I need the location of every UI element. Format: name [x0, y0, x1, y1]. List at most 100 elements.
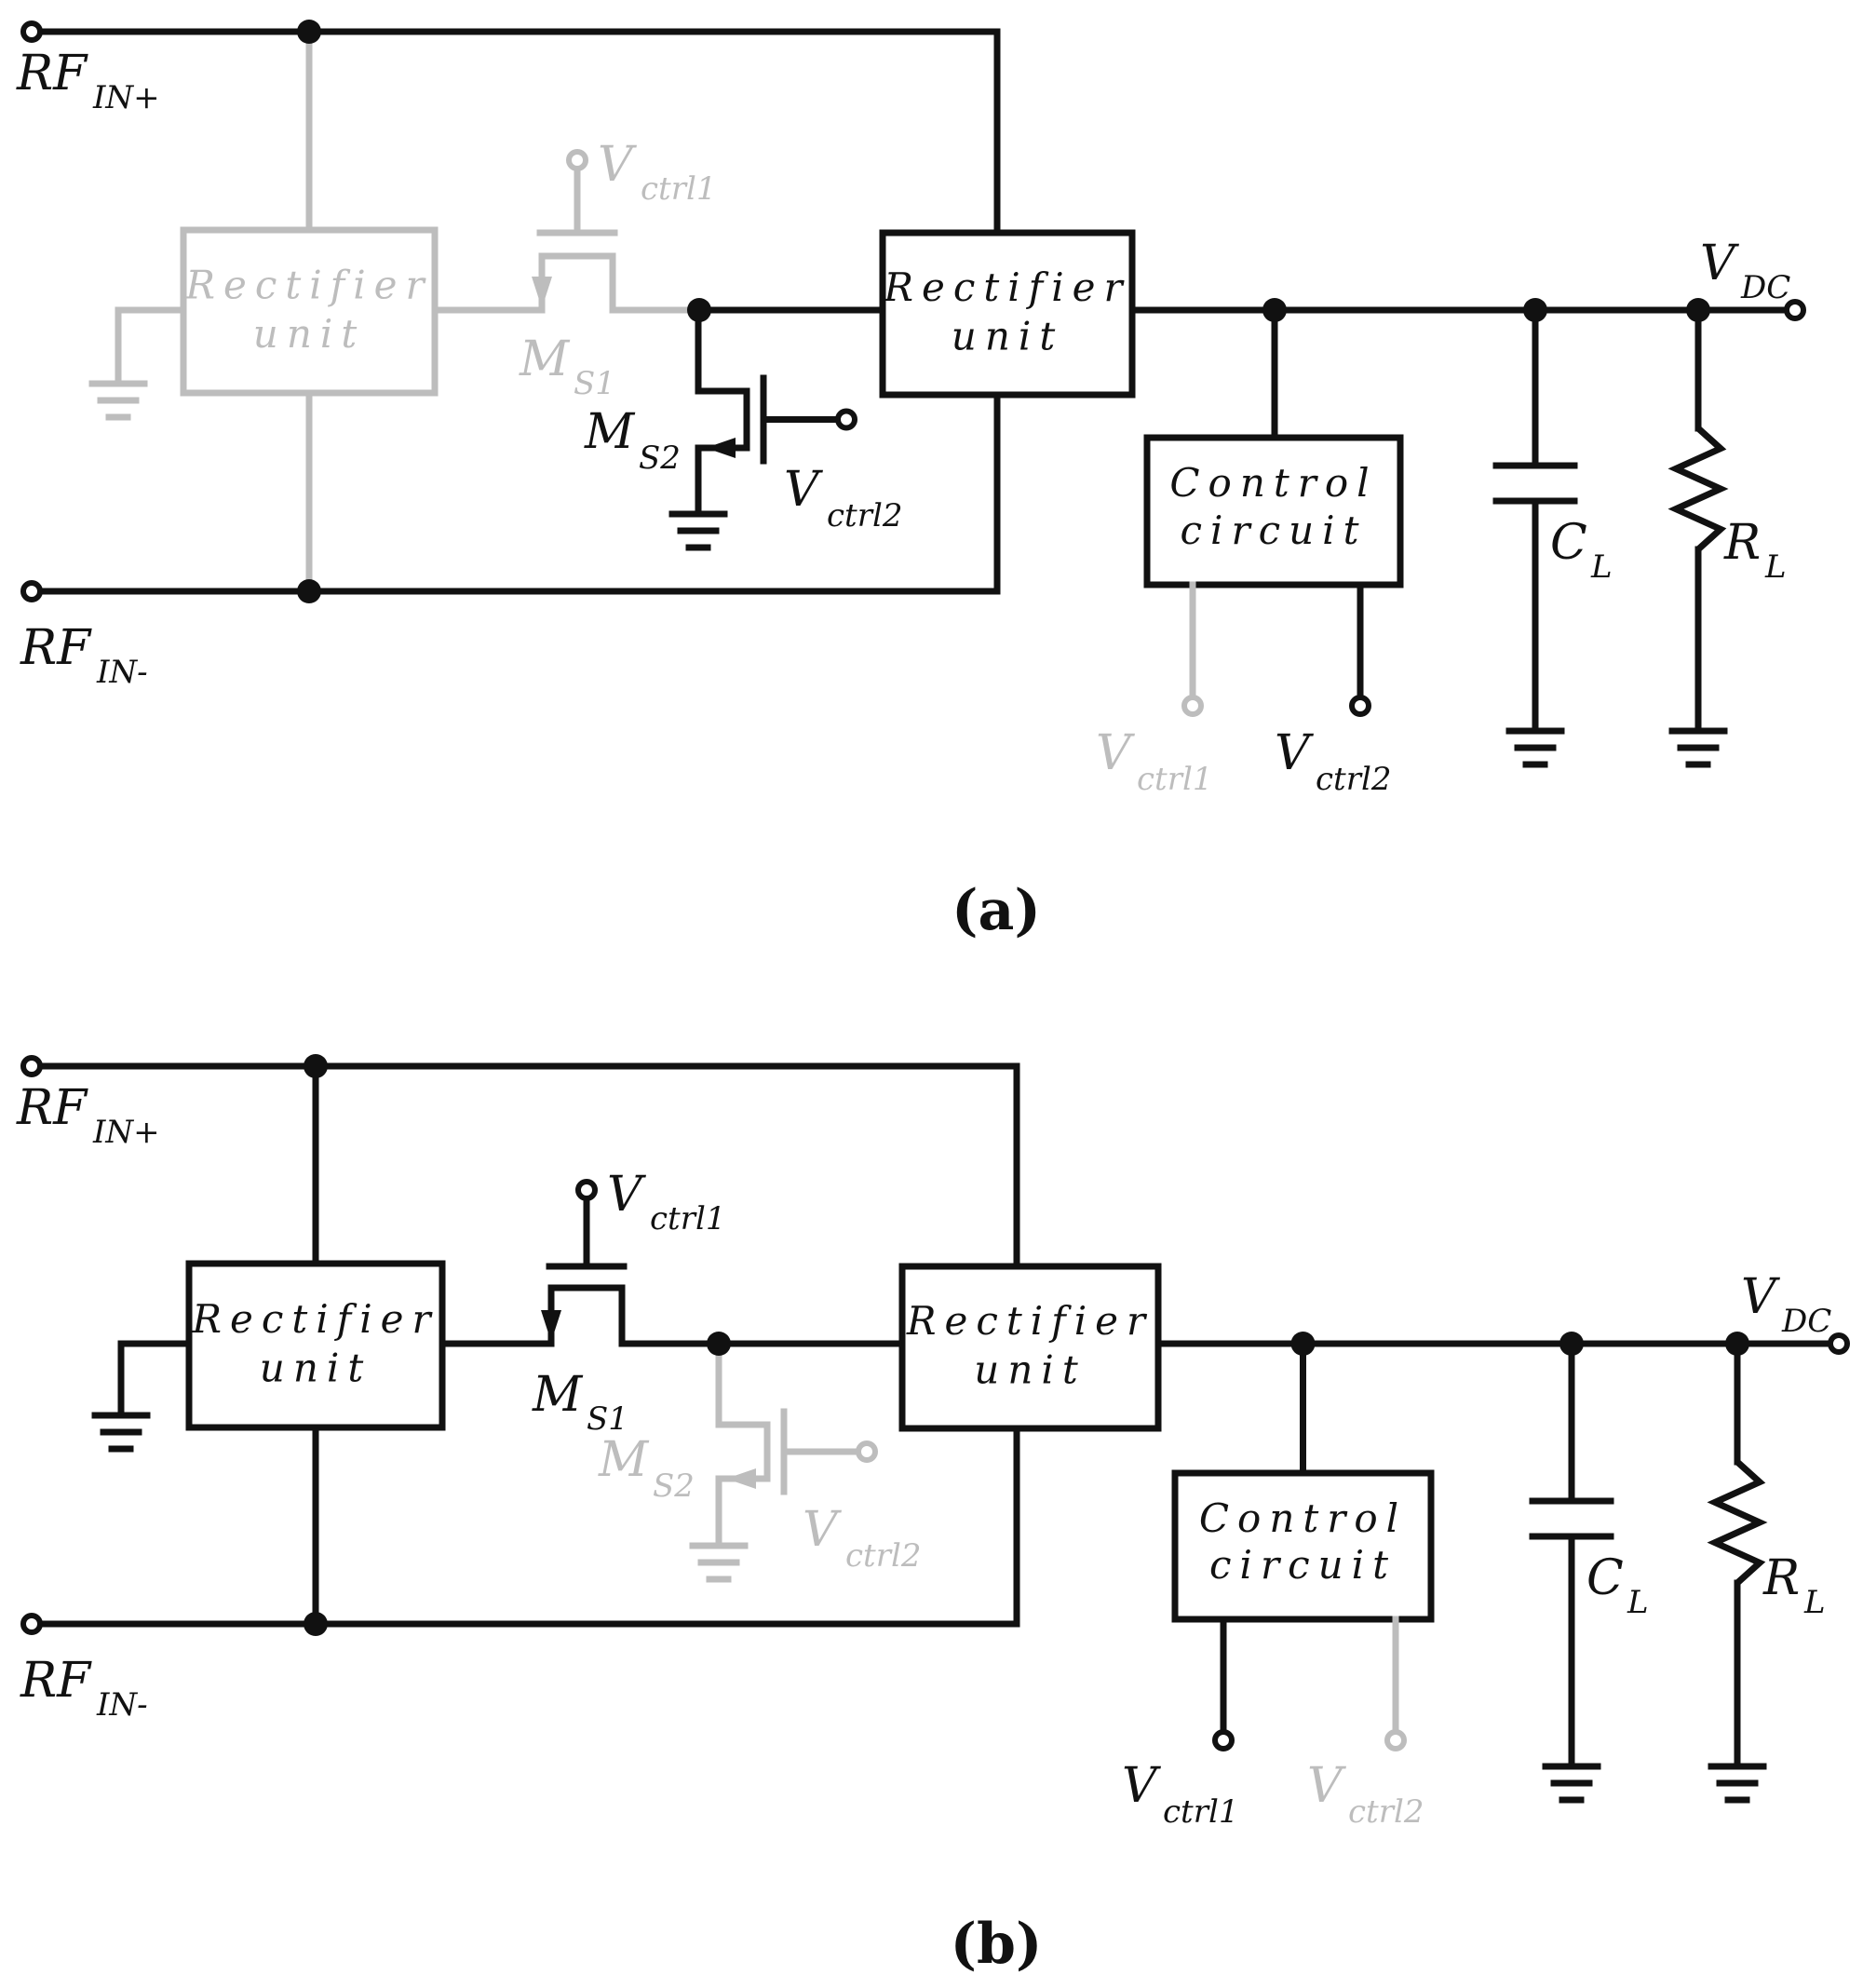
ms1-arrow-icon — [532, 277, 552, 308]
left-rectifier-label: Rectifier — [191, 1296, 439, 1342]
junction-dot — [1523, 298, 1547, 322]
ground-icon — [1505, 727, 1565, 768]
left-rectifier-label: Rectifier — [184, 263, 432, 308]
label-main: V — [803, 1502, 842, 1558]
ms1-arrow-icon — [541, 1310, 561, 1342]
terminal-node — [20, 1055, 43, 1077]
label-subscript: ctrl2 — [1348, 1793, 1424, 1831]
label-subscript: S1 — [574, 365, 615, 402]
label-main: RF — [20, 1653, 92, 1709]
right-rectifier-label: unit — [974, 1346, 1086, 1392]
panel-caption: (b) — [951, 1912, 1043, 1977]
terminal-node — [1181, 695, 1204, 717]
label-main: V — [1700, 236, 1739, 291]
junction-dot — [304, 1054, 328, 1078]
terminal-node — [20, 1613, 43, 1635]
label-subscript: S2 — [653, 1467, 695, 1505]
terminal-node — [575, 1179, 598, 1201]
label-main: R — [1762, 1550, 1800, 1606]
right-rectifier-label: unit — [952, 313, 1063, 358]
label-subscript: L — [1764, 548, 1787, 586]
terminal-node — [1384, 1729, 1407, 1751]
label-main: V — [1096, 725, 1135, 781]
label-subscript: L — [1627, 1584, 1649, 1621]
ground-icon — [668, 510, 728, 551]
label-main: V — [598, 137, 637, 193]
junction-dot — [297, 579, 321, 603]
right-rectifier-label: Rectifier — [906, 1298, 1154, 1344]
label-main: RF — [20, 620, 92, 676]
right-rectifier-label: Rectifier — [883, 264, 1130, 310]
terminal-node — [835, 408, 857, 431]
control-circuit-label: Control — [1199, 1495, 1407, 1541]
label-subscript: L — [1803, 1584, 1826, 1621]
label-main: V — [607, 1167, 646, 1223]
ground-icon — [1708, 1763, 1767, 1804]
terminal-node — [1349, 695, 1371, 717]
control-circuit-box — [1171, 1469, 1435, 1623]
label-subscript: ctrl2 — [1316, 761, 1391, 798]
ms2-channel — [715, 1344, 771, 1546]
left-rectifier-ground-wire — [115, 306, 183, 384]
label-subscript: DC — [1740, 269, 1790, 306]
terminal-node — [1784, 299, 1806, 321]
label-main: V — [1741, 1269, 1780, 1325]
label-subscript: IN+ — [92, 79, 160, 116]
junction-dot — [297, 20, 321, 44]
label-subscript: IN+ — [92, 1114, 160, 1151]
label-main: C — [1550, 515, 1587, 571]
left-rectifier-label: unit — [260, 1346, 371, 1391]
terminal-node — [20, 580, 43, 602]
rl-zigzag — [1707, 1459, 1768, 1586]
label-subscript: IN- — [96, 1686, 148, 1724]
terminal-node — [856, 1440, 878, 1463]
label-main: V — [784, 462, 823, 518]
label-subscript: DC — [1781, 1303, 1831, 1340]
label-main: RF — [16, 46, 88, 101]
rl-zigzag — [1667, 426, 1729, 552]
label-subscript: ctrl1 — [1163, 1793, 1238, 1831]
left-rectifier-ground-wire — [117, 1340, 189, 1415]
junction-dot — [1725, 1332, 1749, 1356]
label-main: M — [532, 1367, 584, 1423]
label-subscript: S1 — [587, 1400, 628, 1438]
label-subscript: ctrl1 — [1137, 761, 1212, 798]
control-circuit-label: circuit — [1209, 1542, 1397, 1588]
label-subscript: IN- — [96, 654, 148, 691]
junction-dot — [1686, 298, 1710, 322]
ms1-channel — [435, 252, 699, 314]
ground-icon — [689, 1542, 749, 1583]
label-main: C — [1586, 1550, 1624, 1606]
label-main: V — [1275, 725, 1314, 781]
label-subscript: ctrl1 — [650, 1200, 725, 1237]
label-main: RF — [16, 1080, 88, 1136]
label-subscript: S2 — [639, 440, 681, 477]
ms2-arrow-icon — [726, 1468, 756, 1489]
label-main: M — [598, 1432, 650, 1488]
ms2-channel — [695, 310, 750, 514]
ms2-arrow-icon — [706, 438, 736, 458]
terminal-node — [1212, 1729, 1235, 1751]
label-subscript: ctrl2 — [845, 1537, 921, 1575]
